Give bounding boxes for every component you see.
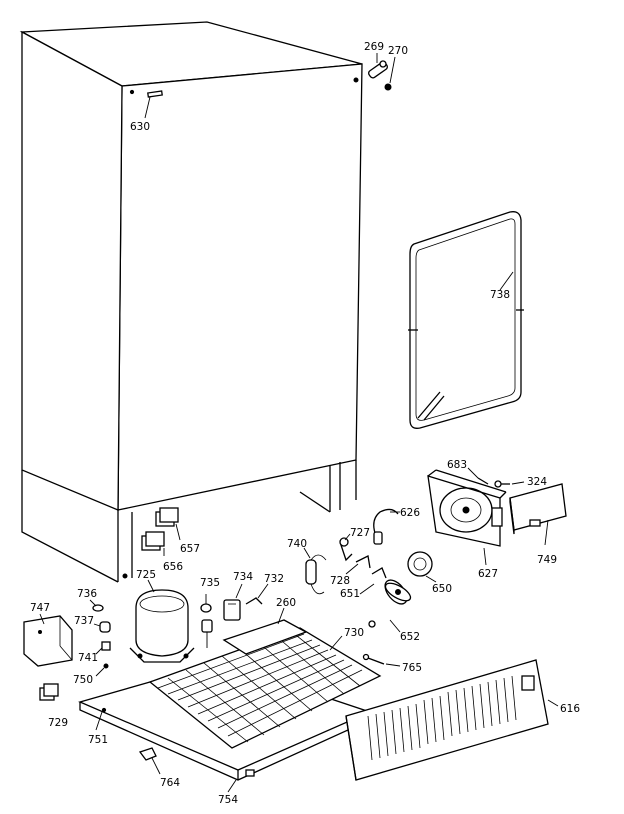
control-board-749 — [509, 483, 567, 546]
part-754 — [227, 769, 255, 793]
callout-738: 738 — [490, 289, 510, 301]
callout-652: 652 — [400, 631, 420, 643]
fan-blade-652 — [384, 579, 412, 633]
part-764 — [138, 747, 161, 775]
callout-270: 270 — [388, 45, 408, 57]
callout-630: 630 — [130, 121, 150, 133]
callout-754: 754 — [218, 794, 238, 806]
callout-749: 749 — [537, 554, 557, 566]
part-735 — [200, 594, 212, 613]
fan-shroud-627 — [427, 469, 507, 566]
callout-736: 736 — [77, 588, 97, 600]
fan-bracket-651 — [359, 567, 387, 628]
hinge-cover-630 — [144, 90, 163, 119]
cover-747 — [23, 613, 73, 667]
callout-737: 737 — [74, 615, 94, 627]
callout-735: 735 — [200, 577, 220, 589]
callout-651: 651 — [340, 588, 360, 600]
refrigerator-cabinet — [19, 21, 363, 583]
part-737 — [93, 621, 111, 633]
access-cover-616 — [345, 659, 559, 781]
callout-656: 656 — [163, 561, 183, 573]
callout-labels: 269 270 630 738 683 324 626 727 740 728 … — [30, 41, 580, 806]
part-736 — [89, 599, 104, 612]
callout-751: 751 — [88, 734, 108, 746]
part-728 — [345, 555, 371, 575]
screw-683 — [467, 467, 489, 485]
callout-741: 741 — [78, 652, 98, 664]
compressor-725 — [129, 579, 195, 663]
callout-269: 269 — [364, 41, 384, 53]
part-741 — [95, 641, 111, 655]
part-750 — [95, 663, 109, 677]
callout-740: 740 — [287, 538, 307, 550]
part-657 — [155, 507, 181, 541]
callout-764: 764 — [160, 777, 180, 789]
part-729 — [39, 683, 59, 701]
part-765 — [362, 653, 401, 667]
part-733 — [201, 619, 213, 648]
callout-747: 747 — [30, 602, 50, 614]
callout-765: 765 — [402, 662, 422, 674]
callout-260: 260 — [276, 597, 296, 609]
screw-324 — [494, 480, 525, 488]
callout-650: 650 — [432, 583, 452, 595]
callout-750: 750 — [73, 674, 93, 686]
callout-657: 657 — [180, 543, 200, 555]
condenser-coil-730 — [148, 627, 382, 749]
part-727 — [339, 533, 353, 562]
part-734 — [223, 583, 243, 621]
callout-734: 734 — [233, 571, 253, 583]
callout-324: 324 — [527, 476, 547, 488]
callout-725: 725 — [136, 569, 156, 581]
callout-729: 729 — [48, 717, 68, 729]
part-260 — [222, 607, 308, 655]
callout-626: 626 — [400, 507, 420, 519]
callout-732: 732 — [264, 573, 284, 585]
callout-728: 728 — [330, 575, 350, 587]
callout-616: 616 — [560, 703, 580, 715]
fan-motor-650 — [407, 551, 437, 583]
callout-683: 683 — [447, 459, 467, 471]
bracket-269-270 — [368, 53, 396, 91]
callout-727: 727 — [350, 527, 370, 539]
part-626 — [373, 508, 400, 545]
part-732 — [245, 583, 269, 605]
part-740 — [303, 547, 327, 595]
part-656 — [141, 531, 165, 556]
door-gasket-738 — [408, 211, 524, 429]
callout-627: 627 — [478, 568, 498, 580]
callout-730: 730 — [344, 627, 364, 639]
